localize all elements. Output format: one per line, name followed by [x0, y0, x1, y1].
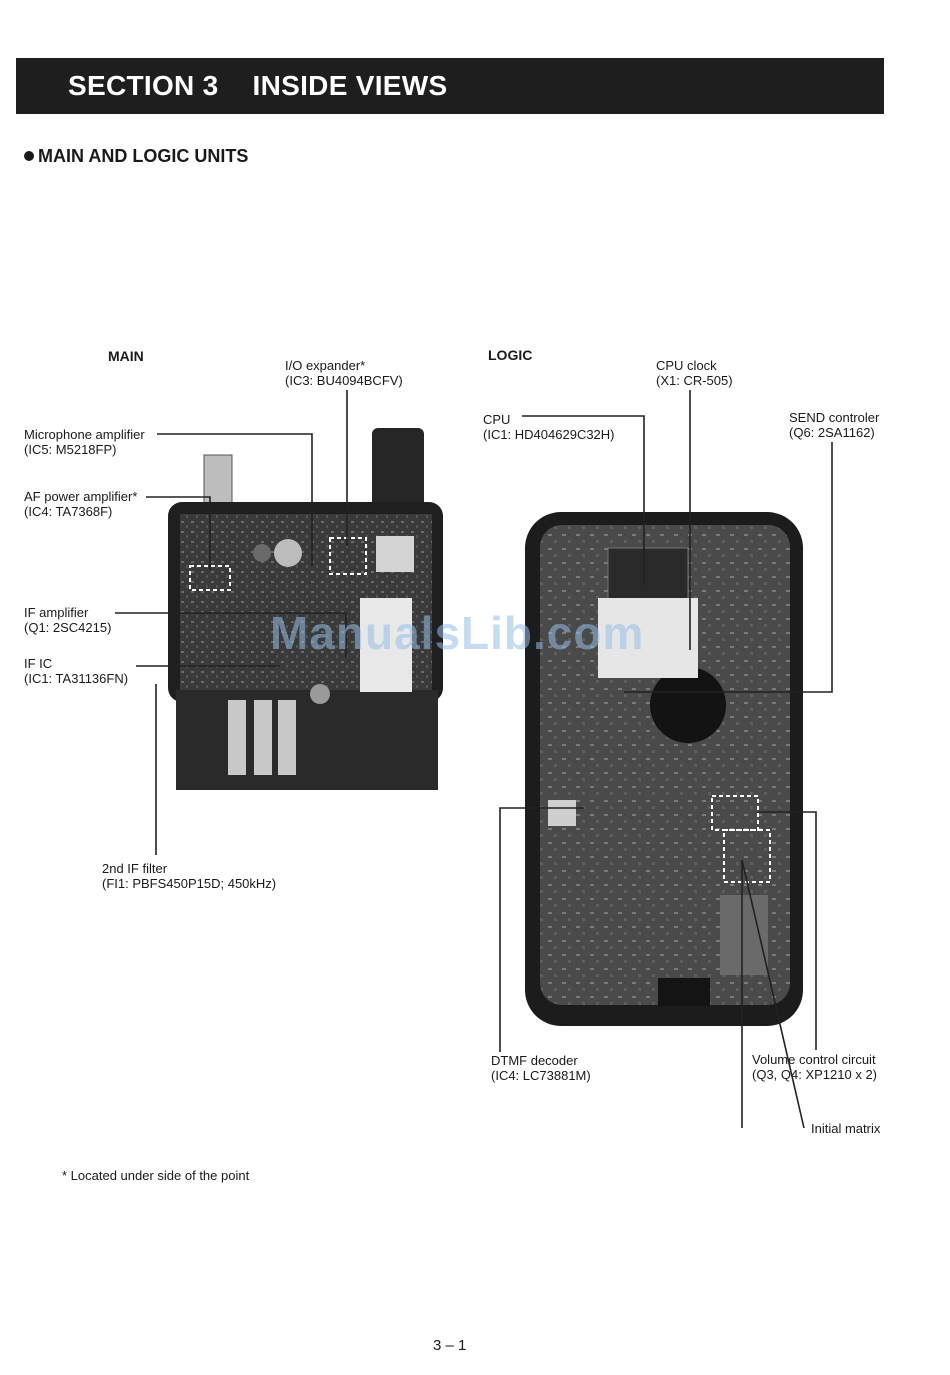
label-part: (IC1: TA31136FN): [24, 671, 129, 686]
label-name: CPU: [483, 412, 511, 427]
section-header-bar: [16, 58, 884, 114]
subheading: MAIN AND LOGIC UNITS: [24, 146, 248, 167]
logic-leader-lines: [499, 390, 833, 1129]
label-name: IF amplifier: [24, 605, 89, 620]
label-part: (IC3: BU4094BCFV): [285, 373, 403, 388]
logic-label-initial-matrix: Initial matrix: [811, 1121, 880, 1136]
subheading-text: MAIN AND LOGIC UNITS: [38, 146, 249, 166]
logic-label-dtmf-decoder: DTMF decoder (IC4: LC73881M): [491, 1053, 591, 1083]
label-part: (IC4: LC73881M): [491, 1068, 591, 1083]
main-label-if-ic: IF IC (IC1: TA31136FN): [24, 656, 128, 686]
label-part: (Q3, Q4: XP1210 x 2): [752, 1067, 878, 1082]
main-unit-title: MAIN: [108, 348, 144, 364]
label-name: SEND controler: [789, 410, 880, 425]
label-name: Initial matrix: [811, 1121, 881, 1136]
bullet-icon: [24, 151, 34, 161]
logic-unit-photo: [525, 512, 803, 1026]
label-name: I/O expander*: [285, 358, 366, 373]
main-label-mic-amp: Microphone amplifier (IC5: M5218FP): [24, 427, 145, 457]
section-title: INSIDE VIEWS: [252, 70, 448, 101]
label-part: (Q6: 2SA1162): [789, 425, 875, 440]
label-name: Microphone amplifier: [24, 427, 145, 442]
label-part: (IC5: M5218FP): [24, 442, 117, 457]
logic-label-cpu: CPU (IC1: HD404629C32H): [483, 412, 615, 442]
main-leader-lines: [115, 390, 348, 855]
logic-label-send-controller: SEND controler (Q6: 2SA1162): [789, 410, 879, 440]
label-name: CPU clock: [656, 358, 717, 373]
label-part: (IC4: TA7368F): [24, 504, 113, 519]
label-part: (IC1: HD404629C32H): [483, 427, 615, 442]
logic-label-volume-control: Volume control circuit (Q3, Q4: XP1210 x…: [752, 1052, 877, 1082]
watermark: ManualsLib.com: [270, 607, 645, 659]
main-unit-photo: [168, 428, 443, 790]
section-header: SECTION 3 INSIDE VIEWS: [68, 70, 447, 102]
main-label-2nd-if-filter: 2nd IF filter (FI1: PBFS450P15D; 450kHz): [102, 861, 276, 891]
main-label-io-expander: I/O expander* (IC3: BU4094BCFV): [285, 358, 403, 388]
logic-label-cpu-clock: CPU clock (X1: CR-505): [656, 358, 733, 388]
label-part: (Q1: 2SC4215): [24, 620, 112, 635]
label-name: Volume control circuit: [752, 1052, 876, 1067]
label-name: DTMF decoder: [491, 1053, 578, 1068]
main-label-af-amp: AF power amplifier* (IC4: TA7368F): [24, 489, 137, 519]
footnote: * Located under side of the point: [62, 1168, 250, 1183]
main-label-if-amp: IF amplifier (Q1: 2SC4215): [24, 605, 111, 635]
label-part: (FI1: PBFS450P15D; 450kHz): [102, 876, 277, 891]
logic-unit-title: LOGIC: [488, 347, 533, 363]
label-name: AF power amplifier*: [24, 489, 138, 504]
page-number: 3 – 1: [433, 1337, 467, 1354]
label-name: IF IC: [24, 656, 53, 671]
section-number: SECTION 3: [68, 70, 219, 101]
label-name: 2nd IF filter: [102, 861, 168, 876]
label-part: (X1: CR-505): [656, 373, 733, 388]
